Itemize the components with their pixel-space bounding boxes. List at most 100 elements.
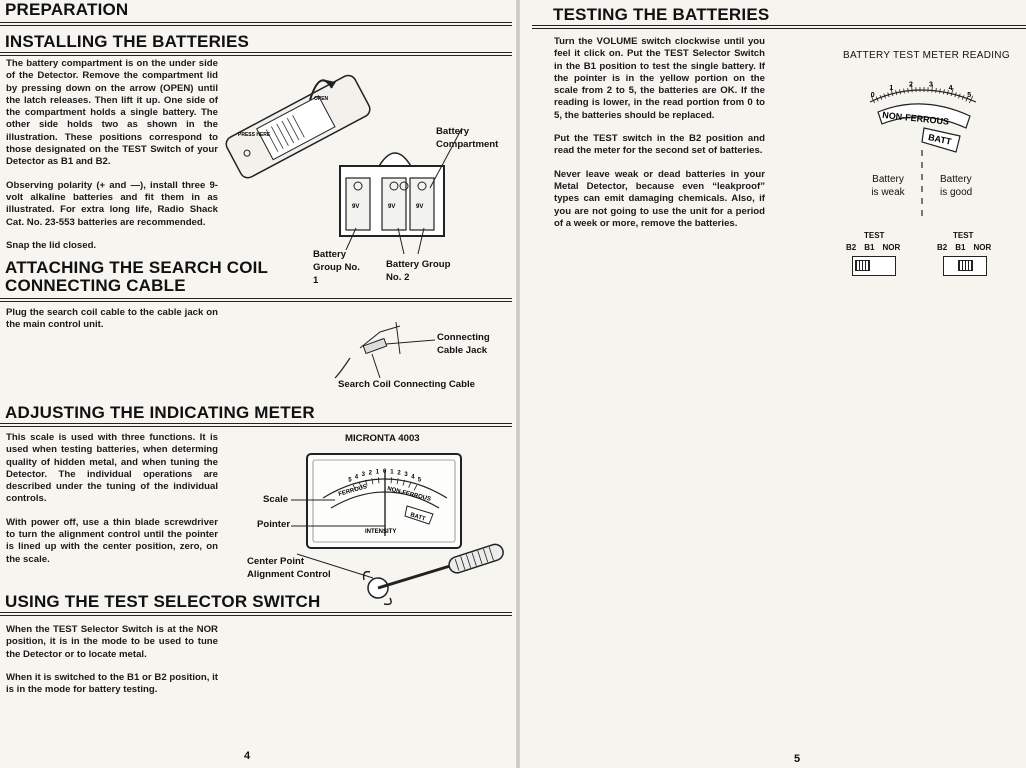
installing-paragraph-2: Observing polarity (+ and —), install th… xyxy=(6,179,218,228)
battery-meter-tick xyxy=(870,95,876,104)
using-paragraph-2: When it is switched to the B1 or B2 posi… xyxy=(6,671,218,696)
section-rule xyxy=(532,25,1026,29)
battery-meter-tick xyxy=(890,88,894,97)
meter-tick-label: 2 xyxy=(369,470,373,476)
section-rule xyxy=(0,298,512,302)
adjusting-paragraph-1: This scale is used with three functions.… xyxy=(6,432,218,505)
using-text: When the TEST Selector Switch is at the … xyxy=(6,624,218,707)
attaching-title: ATTACHING THE SEARCH COIL CONNECTING CAB… xyxy=(5,258,269,295)
battery-meter-tick xyxy=(935,87,937,93)
battery-compartment-label: Battery Compartment xyxy=(436,126,499,150)
meter-tick xyxy=(408,481,412,488)
meter-tick xyxy=(371,478,374,485)
testing-paragraph-3: Never leave weak or dead batteries in yo… xyxy=(554,168,765,229)
meter-tick xyxy=(390,477,393,484)
meter-tick xyxy=(413,484,418,491)
battery-meter-tick xyxy=(958,93,961,99)
battery-meter-tick xyxy=(899,89,901,95)
search-coil-cable-label: Search Coil Connecting Cable xyxy=(338,379,476,390)
screwdriver-illustration xyxy=(362,543,504,606)
meter-tick xyxy=(377,477,380,484)
battery-meter-tick xyxy=(954,92,957,98)
testing-title: TESTING THE BATTERIES xyxy=(553,5,770,24)
center-point-label: Center Point xyxy=(247,556,305,567)
battery-voltage-label: 9V xyxy=(352,204,359,210)
meter-tick xyxy=(352,484,357,491)
test-switch-b1: TEST B2 B1 NOR xyxy=(846,230,916,276)
switch-body xyxy=(943,256,987,276)
scale-label: Scale xyxy=(263,494,289,505)
test-label: TEST xyxy=(953,231,974,240)
switch-body xyxy=(852,256,896,276)
battery-meter-tick xyxy=(946,90,949,96)
battery-meter-tick-label: 0 xyxy=(871,92,875,99)
meter-tick xyxy=(396,478,399,485)
page-number: 5 xyxy=(794,753,801,765)
meter-tick-label: 1 xyxy=(376,469,380,475)
battery-meter-tick xyxy=(875,96,879,102)
page-4: PREPARATION INSTALLING THE BATTERIES The… xyxy=(0,0,516,768)
battery-meter-tick xyxy=(895,90,898,96)
battery-meter-tick-label: 4 xyxy=(949,85,953,92)
switch-positions: B2 B1 NOR xyxy=(937,243,992,252)
batt-label: BATT xyxy=(927,132,952,147)
battery-meter-tick xyxy=(887,92,890,98)
adjusting-text: This scale is used with three functions.… xyxy=(6,432,218,577)
battery-meter-tick xyxy=(943,89,945,95)
battery-meter-tick xyxy=(965,96,969,102)
testing-text: Turn the VOLUME switch clockwise until y… xyxy=(554,36,765,241)
battery-meter-tick xyxy=(950,88,954,97)
test-label: TEST xyxy=(864,231,885,240)
meter-tick xyxy=(402,479,406,486)
switch-positions: B2 B1 NOR xyxy=(846,243,901,252)
battery-voltage-label: 9V xyxy=(416,204,423,210)
meter-tick-label: 3 xyxy=(362,472,366,478)
alignment-control-label: Alignment Control xyxy=(247,569,331,580)
installing-paragraph-3: Snap the lid closed. xyxy=(6,239,97,251)
meter-tick-label: 5 xyxy=(418,478,422,484)
section-rule xyxy=(0,423,512,427)
battery-voltage-label: 9V xyxy=(388,204,395,210)
attaching-text: Plug the search coil cable to the cable … xyxy=(6,307,218,343)
battery-compartment-illustration: 9V 9V 9V xyxy=(339,127,463,255)
section-rule xyxy=(0,52,512,56)
battery-meter-title: BATTERY TEST METER READING xyxy=(843,50,1010,61)
indicating-meter-illustration: 54321012345 FERROUS NON-FERROUS BATT INT… xyxy=(291,453,462,579)
preparation-title: PREPARATION xyxy=(5,0,129,19)
battery-meter-tick xyxy=(883,93,886,99)
battery-9v xyxy=(381,177,407,231)
battery-9v xyxy=(409,177,435,231)
cable-jack-illustration xyxy=(334,321,436,379)
meter-tick xyxy=(358,481,362,488)
model-label: MICRONTA 4003 xyxy=(345,433,420,444)
section-rule xyxy=(0,22,512,26)
press-here-label: PRESS HERE xyxy=(238,132,271,138)
page-number: 4 xyxy=(244,750,251,762)
meter-tick-label: 3 xyxy=(404,472,408,478)
battery-meter-tick xyxy=(939,88,941,94)
meter-tick-label: 1 xyxy=(390,469,394,475)
battery-meter-tick xyxy=(931,84,933,93)
adjusting-paragraph-2: With power off, use a thin blade screwdr… xyxy=(6,516,218,565)
meter-tick xyxy=(364,479,368,486)
battery-group-2-label: Battery Group No. 2 xyxy=(386,259,451,283)
pointer-label: Pointer xyxy=(257,519,291,530)
using-paragraph-1: When the TEST Selector Switch is at the … xyxy=(6,624,218,660)
battery-good-label: Battery is good xyxy=(940,174,973,198)
battery-meter-tick xyxy=(903,88,905,94)
connecting-cable-jack-label: Connecting Cable Jack xyxy=(437,332,490,356)
meter-tick-label: 4 xyxy=(355,475,359,481)
battery-meter-tick-label: 5 xyxy=(967,92,971,99)
testing-paragraph-2: Put the TEST switch in the B2 position a… xyxy=(554,133,765,157)
installing-text: The battery compartment is on the under … xyxy=(6,58,218,263)
battery-meter-tick-label: 1 xyxy=(889,85,893,92)
test-switch-b2: TEST B2 B1 NOR xyxy=(937,230,1007,276)
battery-meter-tick-label: 3 xyxy=(929,81,933,88)
battery-meter-tick xyxy=(879,94,883,100)
intensity-label: INTENSITY xyxy=(365,529,396,535)
battery-meter-tick xyxy=(968,95,974,104)
battery-group-1-label: Battery Group No. 1 xyxy=(313,249,360,286)
meter-tick-label: 5 xyxy=(348,478,352,484)
page-5: TESTING THE BATTERIES Turn the VOLUME sw… xyxy=(520,0,1026,768)
